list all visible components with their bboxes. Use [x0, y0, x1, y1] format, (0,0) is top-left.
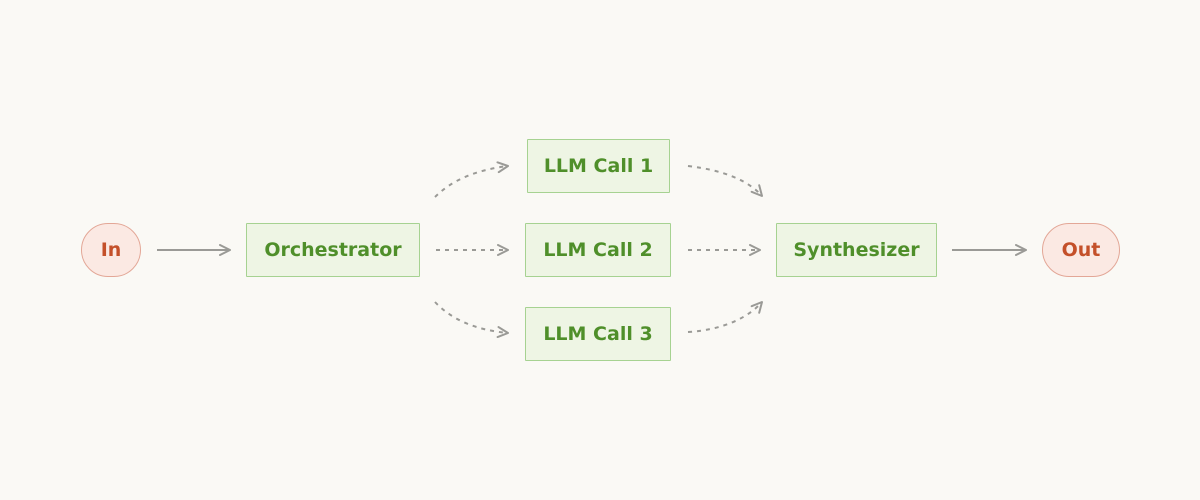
edge-orchestrator-to-llm-call-1: [434, 161, 509, 198]
synthesizer-node: Synthesizer: [776, 223, 937, 277]
output-node: Out: [1042, 223, 1120, 277]
input-node: In: [81, 223, 141, 277]
llm-call-2-node-label: LLM Call 2: [543, 239, 653, 261]
edge-orchestrator-to-llm-call-3: [434, 301, 509, 339]
edge-llm-call-1-to-synthesizer: [687, 165, 763, 197]
input-node-label: In: [100, 239, 122, 261]
llm-call-2-node: LLM Call 2: [525, 223, 671, 277]
llm-call-3-node-label: LLM Call 3: [543, 323, 653, 345]
edge-llm-call-3-to-synthesizer: [687, 301, 763, 333]
llm-call-1-node: LLM Call 1: [527, 139, 670, 193]
orchestrator-node-label: Orchestrator: [264, 239, 402, 261]
synthesizer-node-label: Synthesizer: [793, 239, 920, 261]
llm-call-1-node-label: LLM Call 1: [543, 155, 654, 177]
output-node-label: Out: [1061, 239, 1101, 261]
llm-call-3-node: LLM Call 3: [525, 307, 671, 361]
orchestrator-node: Orchestrator: [246, 223, 420, 277]
